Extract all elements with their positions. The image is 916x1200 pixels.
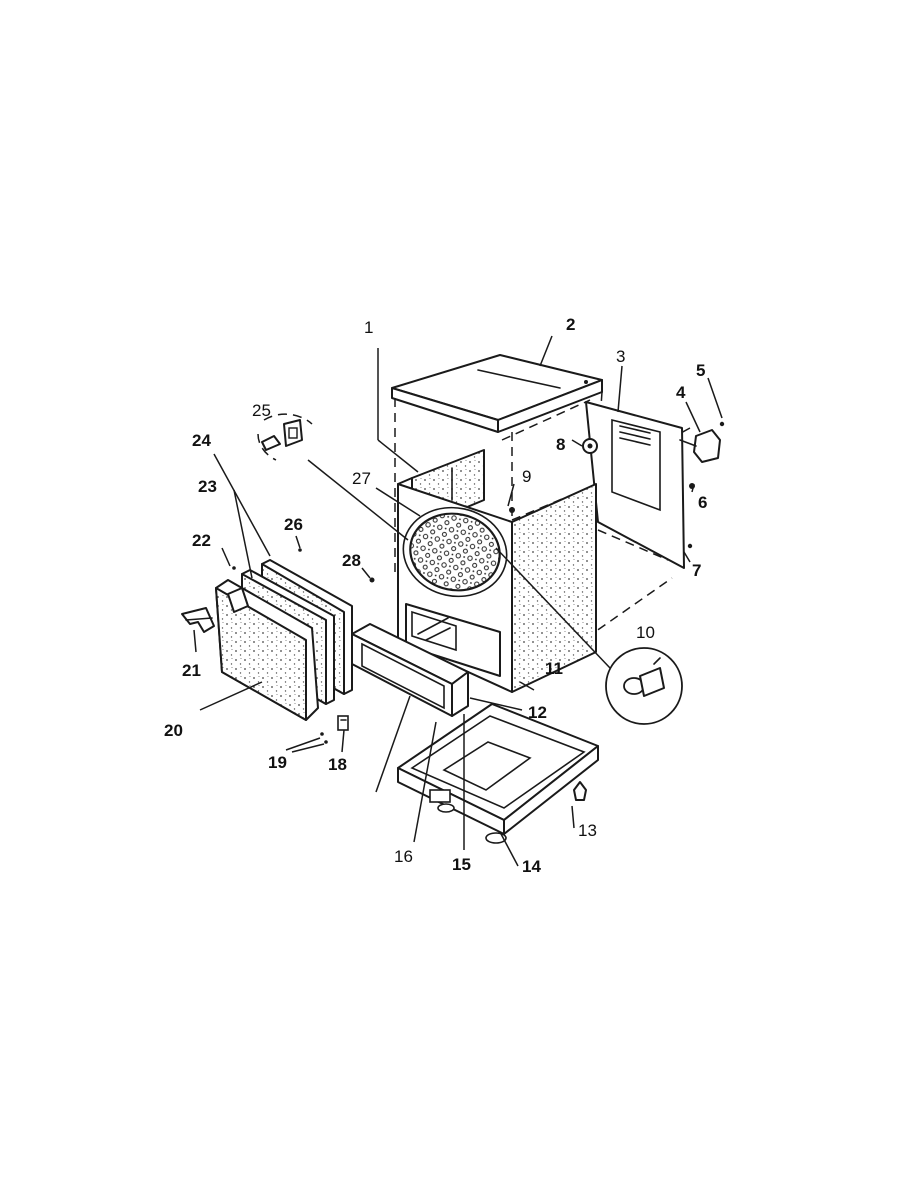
terminal-block (679, 421, 725, 549)
callout-23: 23 (198, 477, 217, 496)
base-assembly (397, 703, 599, 844)
callout-7: 7 (692, 561, 701, 580)
cabinet (377, 348, 597, 693)
rear-panel (582, 401, 685, 569)
callout-10: 10 (636, 623, 655, 642)
callout-labels: 1 2 3 4 5 6 7 8 9 10 11 12 13 14 15 16 1… (164, 315, 707, 876)
callout-leaders (193, 335, 723, 867)
door-handle (181, 607, 215, 633)
callout-18: 18 (328, 755, 347, 774)
callout-16: 16 (394, 847, 413, 866)
callout-15: 15 (452, 855, 471, 874)
callout-4: 4 (676, 383, 686, 402)
callout-28: 28 (342, 551, 361, 570)
callout-14: 14 (522, 857, 541, 876)
callout-3: 3 (616, 347, 625, 366)
thermostat-inset (495, 547, 683, 725)
hinge-parts (232, 548, 375, 744)
callout-22: 22 (192, 531, 211, 550)
callout-5: 5 (696, 361, 705, 380)
callout-20: 20 (164, 721, 183, 740)
door-switch-inset (257, 413, 409, 541)
callout-12: 12 (528, 703, 547, 722)
callout-19: 19 (268, 753, 287, 772)
callout-9: 9 (522, 467, 531, 486)
callout-24: 24 (192, 431, 211, 450)
callout-21: 21 (182, 661, 201, 680)
callout-11: 11 (545, 659, 563, 678)
callout-6: 6 (698, 493, 707, 512)
kick-panel (351, 623, 469, 717)
callout-27: 27 (352, 469, 371, 488)
callout-2: 2 (566, 315, 575, 334)
callout-1: 1 (364, 318, 373, 337)
callout-25: 25 (252, 401, 271, 420)
door-assembly (215, 559, 353, 721)
callout-13: 13 (578, 821, 597, 840)
callout-8: 8 (556, 435, 565, 454)
top-panel (391, 354, 603, 433)
callout-26: 26 (284, 515, 303, 534)
